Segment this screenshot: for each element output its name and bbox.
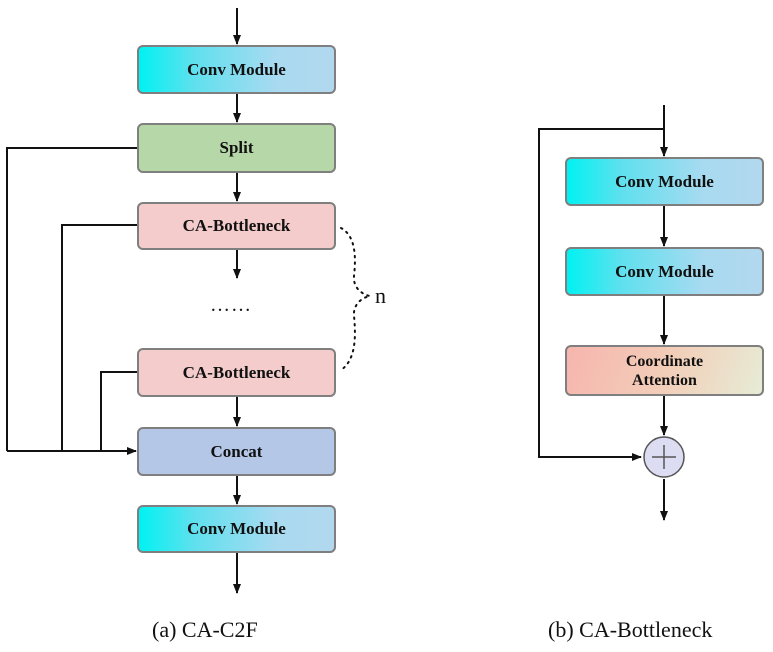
split-label: Split: [219, 138, 254, 157]
right-connectors: [538, 105, 668, 521]
residual-skip: [538, 128, 664, 461]
conv-module-right-2: Conv Module: [565, 247, 764, 296]
skip-bottleneck-1: [61, 224, 137, 451]
skip-split: [6, 147, 137, 451]
conv-module-bottom: Conv Module: [137, 505, 336, 553]
concat-block: Concat: [137, 427, 336, 476]
conv-module-right-1: Conv Module: [565, 157, 764, 206]
skip-bottleneck-n: [100, 371, 137, 451]
caption-left: (a) CA-C2F: [152, 617, 258, 642]
left-connectors: [6, 8, 241, 594]
conv-module-top-label: Conv Module: [187, 59, 286, 79]
repeat-brace: [340, 227, 371, 371]
repeat-ellipsis: ……: [210, 294, 252, 316]
caption-right: (b) CA-Bottleneck: [548, 617, 713, 642]
conv-module-right-1-label: Conv Module: [615, 171, 714, 191]
conv-module-bottom-label: Conv Module: [187, 519, 286, 538]
coordinate-attention-line-1: Coordinate: [625, 352, 704, 370]
conv-module-right-2-label: Conv Module: [615, 261, 714, 281]
split-block: Split: [137, 123, 336, 173]
conv-module-top: Conv Module: [137, 45, 336, 94]
ca-bottleneck-last: CA-Bottleneck: [137, 348, 336, 397]
coordinate-attention-block: Coordinate Attention: [565, 345, 764, 396]
ca-bottleneck-last-label: CA-Bottleneck: [182, 362, 291, 382]
ca-bottleneck-first-label: CA-Bottleneck: [182, 216, 291, 235]
repeat-count-label: n: [375, 283, 386, 308]
ca-bottleneck-first: CA-Bottleneck: [137, 202, 336, 250]
coordinate-attention-line-2: Attention: [632, 371, 697, 389]
add-icon: [643, 436, 685, 478]
concat-label: Concat: [210, 441, 263, 461]
